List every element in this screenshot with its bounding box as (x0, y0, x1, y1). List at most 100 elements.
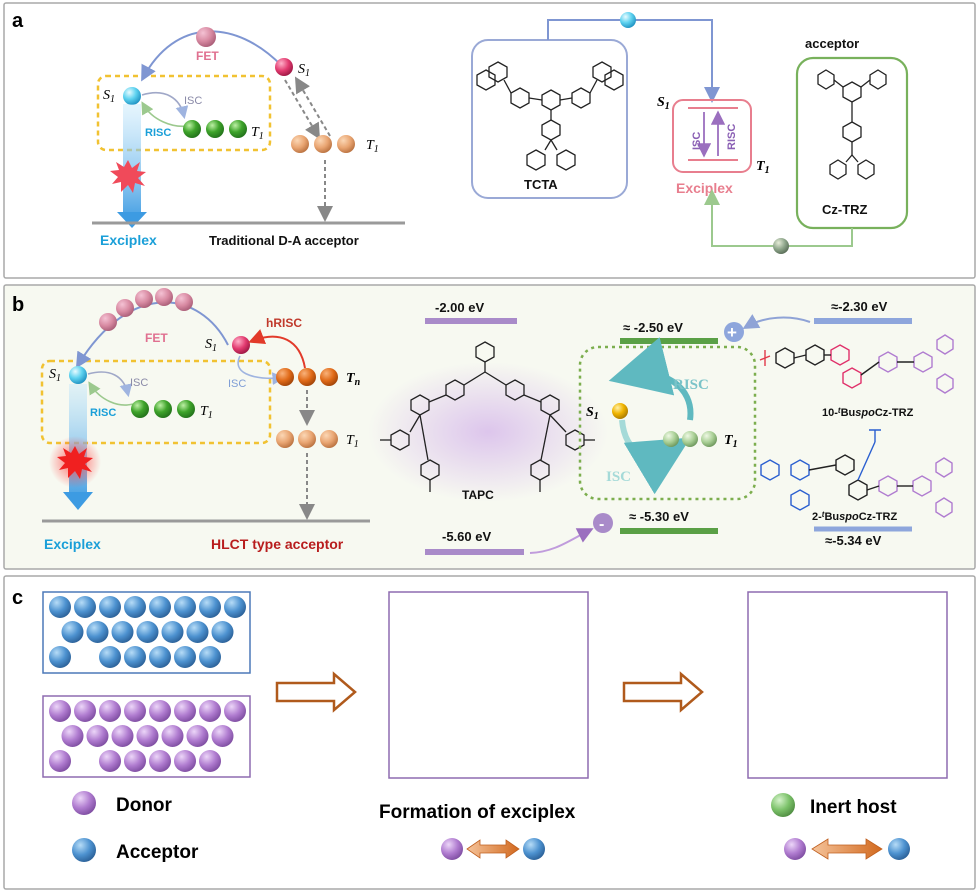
exciplex-s1-label: S1 (657, 95, 670, 112)
acceptor-molecule (161, 621, 184, 643)
exciplex-t1-sphere-1 (663, 431, 679, 447)
pair-middle-arrow (466, 839, 520, 859)
panel-b: b FET S1 hRISC ISC Tn T1 (3, 284, 976, 570)
acceptor-molecule (111, 621, 134, 643)
acceptor-hole-sphere (773, 238, 789, 254)
acceptor-molecule (99, 596, 121, 618)
pair-right-arrow (811, 838, 883, 860)
acceptor-molecule (61, 621, 84, 643)
s1-acceptor-label: S1 (298, 62, 310, 79)
legend-acceptor-sphere (72, 838, 96, 862)
acceptor-molecule (174, 646, 196, 668)
panel-a-mechanism: FET S1 S1 ISC RISC T1 T1 Exciplex (92, 27, 405, 248)
tcta-box (471, 39, 628, 199)
hrisc-text: hRISC (266, 316, 302, 330)
exciplex-isc-text: ISC (691, 132, 703, 150)
isc-text: ISC (184, 95, 202, 107)
tapc-label: TAPC (462, 488, 494, 502)
isc-arrow (141, 91, 189, 120)
hrisc-arrow (248, 329, 306, 369)
donor-molecule (86, 725, 109, 747)
acceptor-molecule (74, 596, 96, 618)
legend-acceptor-text: Acceptor (116, 842, 199, 863)
donor-molecule (174, 700, 196, 722)
fet-text: FET (145, 331, 168, 345)
fet-sphere-1 (99, 313, 117, 331)
donor-molecule (111, 725, 134, 747)
exciplex-name-text: Exciplex (676, 180, 733, 196)
donor-homo-text: -5.60 eV (442, 529, 491, 544)
t1-orange-sphere-2 (298, 430, 316, 448)
donor-molecule (186, 725, 209, 747)
panel-c-label: c (12, 587, 23, 609)
arrow-to-blend (275, 671, 357, 713)
donor-molecule (199, 750, 221, 772)
acceptor-molecule (199, 596, 221, 618)
s1-acceptor-sphere (275, 58, 293, 76)
donor-molecule (124, 750, 146, 772)
panel-a-molecules: TCTA S1 ISC RISC T1 Exciplex acceptor (471, 12, 909, 254)
acceptor-lumo-text: ≈-2.30 eV (831, 299, 888, 314)
emission-burst (57, 446, 93, 479)
acceptor-molecule (86, 621, 109, 643)
donor-box-dashed (96, 74, 272, 152)
pair-right-acceptor (888, 838, 910, 860)
risc-dashed-up (294, 76, 331, 137)
exciplex-text: Exciplex (44, 536, 101, 552)
fet-text: FET (196, 49, 219, 63)
hole-badge-text: - (599, 516, 604, 533)
donor-electron-sphere (620, 12, 636, 28)
acceptor-molecule (186, 621, 209, 643)
exciplex-box-dashed (578, 345, 757, 501)
exciplex-box (672, 99, 752, 173)
t1-green-label: T1 (200, 404, 213, 421)
exciplex-t1-label: T1 (724, 433, 738, 450)
donor-lumo-text: -2.00 eV (435, 300, 484, 315)
exciplex-s1-label: S1 (586, 405, 599, 422)
pair-middle-acceptor (523, 838, 545, 860)
acceptor-molecule (199, 646, 221, 668)
donor-molecule (136, 725, 159, 747)
hole-badge (593, 513, 613, 533)
s1-donor-sphere (123, 87, 141, 105)
fet-sphere-4 (155, 288, 173, 306)
tn-sphere-1 (276, 368, 294, 386)
isc-upper-text: ISC (228, 378, 246, 390)
donor-molecule (149, 750, 171, 772)
exciplex-isc-text: ISC (606, 469, 631, 485)
electron-badge-text: + (727, 323, 737, 342)
acceptor2-structure (760, 429, 953, 518)
donor-molecule (161, 725, 184, 747)
exciplex-risc-text: RISC (673, 377, 709, 393)
panel-b-label: b (12, 294, 24, 316)
t1-orange-sphere-1 (291, 135, 309, 153)
t1-green-sphere-3 (177, 400, 195, 418)
emission-beam-head (63, 492, 93, 510)
acceptor2-label: 2-tBuspoCz-TRZ (812, 510, 897, 523)
fet-sphere-2 (116, 299, 134, 317)
acceptor-molecule (224, 596, 246, 618)
t1-green-sphere-2 (206, 120, 224, 138)
acceptor-heading: acceptor (805, 36, 859, 51)
risc-text: RISC (90, 407, 116, 419)
panel-b-energy-diagram: -2.00 eV TAPC -5.60 eV (368, 299, 954, 555)
tcta-label: TCTA (524, 177, 558, 192)
donor-molecule (74, 700, 96, 722)
exciplex-isc-arrow (619, 419, 691, 495)
acceptor-molecule (136, 621, 159, 643)
t1-green-sphere-3 (229, 120, 247, 138)
legend-inert-sphere (771, 793, 795, 817)
t1-orange-sphere-3 (320, 430, 338, 448)
donor-molecule (124, 700, 146, 722)
t1-green-label: T1 (251, 125, 264, 142)
fet-sphere-3 (135, 290, 153, 308)
s1-donor-label: S1 (49, 367, 61, 384)
risc-text: RISC (145, 127, 171, 139)
acceptor-type-text: Traditional D-A acceptor (209, 233, 359, 248)
exciplex-risc-arrow (608, 337, 694, 421)
acceptor-molecule (149, 596, 171, 618)
t1-orange-sphere-1 (276, 430, 294, 448)
panel-a: a FET S1 S1 ISC RISC T1 T1 (3, 2, 976, 279)
t1-green-sphere-1 (183, 120, 201, 138)
